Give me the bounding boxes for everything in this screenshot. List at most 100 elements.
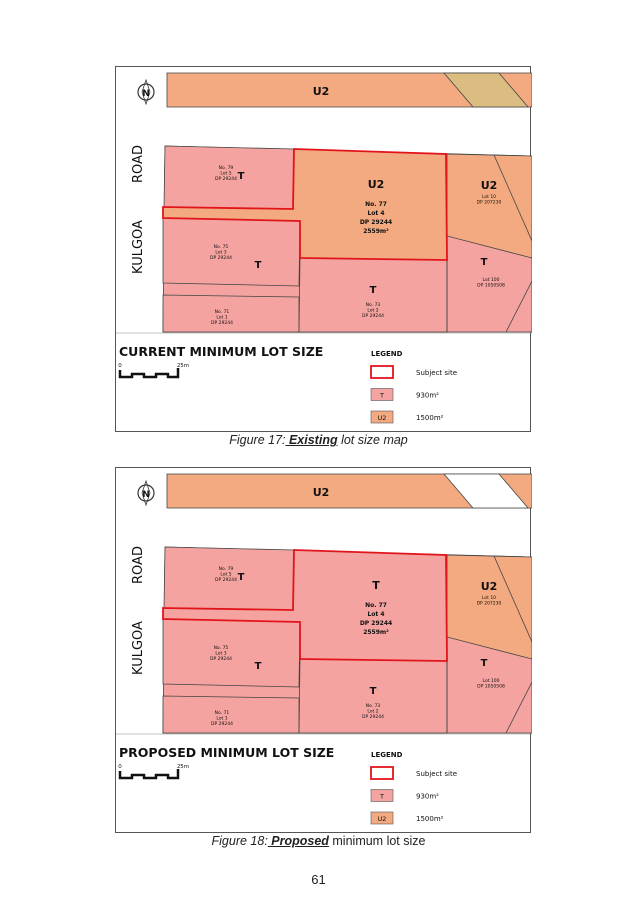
lot-71-label-line: No. 71 xyxy=(215,710,230,716)
legend-label: Subject site xyxy=(416,770,457,778)
parcel-boundary xyxy=(505,280,532,333)
lot-71-label-line: DP 29244 xyxy=(211,721,233,727)
legend-item: U2 1500m² xyxy=(370,410,444,424)
legend-swatch xyxy=(370,789,394,802)
legend-swatch-label: U2 xyxy=(378,815,387,823)
scale-bar: 0 25m xyxy=(118,363,189,379)
scale-label-25: 25m xyxy=(177,764,189,770)
figure-caption: Figure 18: Proposed minimum lot size xyxy=(0,834,637,848)
lot-79-zone: T xyxy=(238,572,245,583)
legend-swatch xyxy=(370,365,394,379)
scale-bar: 0 25m xyxy=(118,764,189,780)
lot-77-zone: T xyxy=(372,579,380,592)
legend-label: 1500m² xyxy=(416,414,444,422)
lot-75 xyxy=(162,618,301,688)
caption-text: lot size map xyxy=(337,433,408,447)
lot-79-label-line: Lot 5 xyxy=(220,572,231,578)
lot-10-zone: U2 xyxy=(481,580,498,593)
lot-10-zone: U2 xyxy=(481,179,498,192)
north-label: N xyxy=(142,490,150,500)
legend-swatch xyxy=(370,811,394,825)
road-label-kulgoa: KULGOA xyxy=(131,220,146,274)
parcel-boundary xyxy=(493,555,532,643)
legend-label: 930m² xyxy=(416,793,439,801)
lot-79-label-line: Lot 5 xyxy=(220,171,231,177)
lot-73-label-line: DP 29244 xyxy=(362,714,384,720)
legend-swatch xyxy=(370,410,394,424)
lot-71 xyxy=(162,695,300,734)
legend-heading: LEGEND xyxy=(371,350,403,358)
lot-77-label-line: 2559m² xyxy=(363,228,389,235)
lot-79-label-line: No. 79 xyxy=(219,566,234,572)
scale-label-25: 25m xyxy=(177,363,189,369)
north-arrow-icon: N xyxy=(137,479,155,507)
caption-prefix: Figure 18: xyxy=(211,834,268,848)
road-label-kulgoa: KULGOA xyxy=(131,621,146,675)
lot-100-label-line: Lot 100 xyxy=(483,678,500,684)
lot-100-label-line: Lot 100 xyxy=(483,277,500,283)
lot-79-label-line: DP 29244 xyxy=(215,176,237,182)
legend-swatch-label: U2 xyxy=(378,414,387,422)
legend-swatch xyxy=(370,388,394,401)
lot-10-label-line: Lot 10 xyxy=(482,194,496,200)
parcel-boundary xyxy=(505,681,532,734)
caption-emphasis: Proposed xyxy=(267,834,329,848)
top-zone-label: U2 xyxy=(313,486,330,499)
lot-79-label-line: DP 29244 xyxy=(215,577,237,583)
caption-text: minimum lot size xyxy=(328,834,426,848)
legend-swatch-label: T xyxy=(379,392,384,400)
lot-100-label-line: DP 1050508 xyxy=(477,283,505,289)
lot-100-zone: T xyxy=(481,658,488,669)
lot-73-label-line: Lot 2 xyxy=(367,308,378,314)
top-corner-parcel xyxy=(443,473,529,509)
caption-prefix: Figure 17: xyxy=(229,433,286,447)
lot-77-label-line: DP 29244 xyxy=(360,620,392,627)
map-title: PROPOSED MINIMUM LOT SIZE xyxy=(119,745,334,760)
lot-73-label-line: DP 29244 xyxy=(362,313,384,319)
lot-77-label-line: 2559m² xyxy=(363,629,389,636)
lot-79-zone: T xyxy=(238,171,245,182)
top-u2-zone xyxy=(166,473,532,509)
lot-77-zone: U2 xyxy=(368,178,385,191)
lot-75-label-line: Lot 3 xyxy=(215,651,226,657)
lot-100-label-line: DP 1050508 xyxy=(477,684,505,690)
lot-75-label-line: DP 29244 xyxy=(210,656,232,662)
legend-item: Subject site xyxy=(370,766,457,780)
top-corner-parcel xyxy=(443,72,529,108)
lot-73-label-line: No. 73 xyxy=(366,703,381,709)
map-title: CURRENT MINIMUM LOT SIZE xyxy=(119,344,323,359)
lot-75 xyxy=(162,217,301,287)
legend-heading: LEGEND xyxy=(371,751,403,759)
lot-77-label-line: DP 29244 xyxy=(360,219,392,226)
scale-label-0: 0 xyxy=(118,363,122,369)
subject-site-lot-77 xyxy=(162,549,448,662)
legend-item: Subject site xyxy=(370,365,457,379)
parcel-boundary xyxy=(493,154,532,242)
lot-10-label-line: DP 207230 xyxy=(477,200,502,206)
top-u2-zone xyxy=(166,72,532,108)
lot-10-label-line: DP 207230 xyxy=(477,601,502,607)
lot-100-zone: T xyxy=(481,257,488,268)
scale-label-0: 0 xyxy=(118,764,122,770)
caption-emphasis: Existing xyxy=(285,433,338,447)
road-label-road: ROAD xyxy=(131,546,146,584)
subject-site-lot-77 xyxy=(162,148,448,261)
lot-73-label-line: Lot 2 xyxy=(367,709,378,715)
north-arrow-icon: N xyxy=(137,78,155,106)
lot-75-label-line: No. 75 xyxy=(214,244,229,250)
legend-item: T 930m² xyxy=(370,789,439,802)
lot-71-label-line: Lot 1 xyxy=(216,716,227,722)
road-label-road: ROAD xyxy=(131,145,146,183)
lot-10-label-line: Lot 10 xyxy=(482,595,496,601)
lot-71-label-line: No. 71 xyxy=(215,309,230,315)
figure-caption: Figure 17: Existing lot size map xyxy=(0,433,637,447)
lot-73-zone: T xyxy=(370,285,377,296)
lot-77-label-line: Lot 4 xyxy=(367,210,384,217)
lot-75-label-line: DP 29244 xyxy=(210,255,232,261)
legend-swatch-label: T xyxy=(379,793,384,801)
lot-77-label-line: Lot 4 xyxy=(367,611,384,618)
